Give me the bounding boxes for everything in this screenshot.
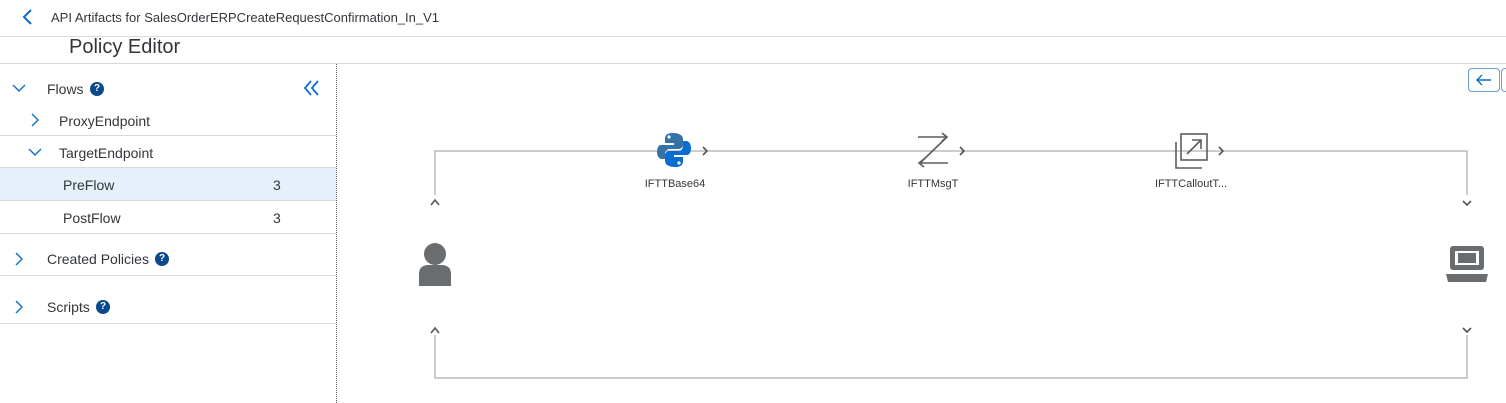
- policy-label: IFTTBase64: [644, 178, 706, 190]
- preflow-item[interactable]: PreFlow 3: [0, 168, 336, 200]
- chevron-right-icon: [959, 146, 966, 156]
- policy-node-ifttcallout[interactable]: IFTTCalloutT...: [1150, 131, 1232, 195]
- artifact-title: API Artifacts for SalesOrderERPCreateReq…: [51, 10, 440, 25]
- divider: [0, 275, 336, 276]
- target-endpoint-label: TargetEndpoint: [59, 145, 154, 161]
- preflow-count: 3: [273, 177, 281, 193]
- arrow-up-icon: [430, 198, 440, 206]
- divider: [0, 323, 336, 324]
- chevron-down-icon[interactable]: [28, 145, 42, 159]
- created-policies-label: Created Policies: [47, 251, 149, 267]
- collapse-panel-icon[interactable]: [302, 79, 322, 97]
- page-title: Policy Editor: [69, 36, 181, 58]
- person-icon: [419, 243, 451, 286]
- arrow-up-icon: [430, 326, 440, 334]
- postflow-item[interactable]: PostFlow 3: [0, 201, 336, 233]
- chevron-right-icon: [1218, 146, 1225, 156]
- scripts-section-header[interactable]: Scripts ?: [0, 292, 336, 322]
- flows-sidebar: Flows ? ProxyEndpoint TargetEndpoint Pre…: [0, 64, 337, 403]
- preflow-label: PreFlow: [63, 177, 115, 193]
- arrow-down-icon: [1462, 200, 1472, 207]
- back-navigation-button[interactable]: [1468, 68, 1500, 92]
- laptop-icon: [1446, 246, 1488, 282]
- help-icon[interactable]: ?: [96, 300, 110, 314]
- flows-section-header[interactable]: Flows ?: [0, 78, 336, 98]
- policy-node-ifttbase64[interactable]: IFTTBase64: [640, 131, 710, 195]
- divider: [0, 63, 1506, 64]
- back-arrow-icon[interactable]: [17, 6, 39, 28]
- scripts-label: Scripts: [47, 299, 90, 315]
- transform-icon: [917, 132, 949, 168]
- postflow-label: PostFlow: [63, 210, 121, 226]
- chevron-right-icon[interactable]: [28, 113, 42, 127]
- help-icon[interactable]: ?: [90, 82, 104, 96]
- flow-canvas: [338, 64, 1506, 403]
- target-endpoint-item[interactable]: TargetEndpoint: [0, 136, 336, 167]
- chevron-right-icon: [702, 146, 709, 156]
- postflow-count: 3: [273, 210, 281, 226]
- created-policies-section-header[interactable]: Created Policies ?: [0, 244, 336, 274]
- proxy-endpoint-label: ProxyEndpoint: [59, 113, 151, 129]
- python-icon: [657, 133, 691, 167]
- policy-node-ifttmsgt[interactable]: IFTTMsgT: [898, 131, 968, 195]
- top-bar: API Artifacts for SalesOrderERPCreateReq…: [0, 0, 1506, 37]
- arrow-left-icon: [1476, 74, 1491, 86]
- partially-visible-button[interactable]: [1501, 68, 1506, 92]
- flows-label: Flows: [47, 81, 84, 97]
- arrow-down-icon: [1462, 327, 1472, 334]
- chevron-right-icon[interactable]: [12, 300, 26, 314]
- divider: [0, 135, 336, 136]
- chevron-down-icon[interactable]: [12, 81, 26, 95]
- help-icon[interactable]: ?: [155, 252, 169, 266]
- proxy-endpoint-item[interactable]: ProxyEndpoint: [0, 106, 336, 136]
- divider: [0, 200, 336, 201]
- chevron-right-icon[interactable]: [12, 252, 26, 266]
- policy-label: IFTTCalloutT...: [1154, 178, 1228, 190]
- policy-label: IFTTMsgT: [907, 178, 959, 190]
- divider: [0, 233, 336, 234]
- external-link-icon: [1175, 133, 1208, 169]
- divider: [0, 167, 336, 168]
